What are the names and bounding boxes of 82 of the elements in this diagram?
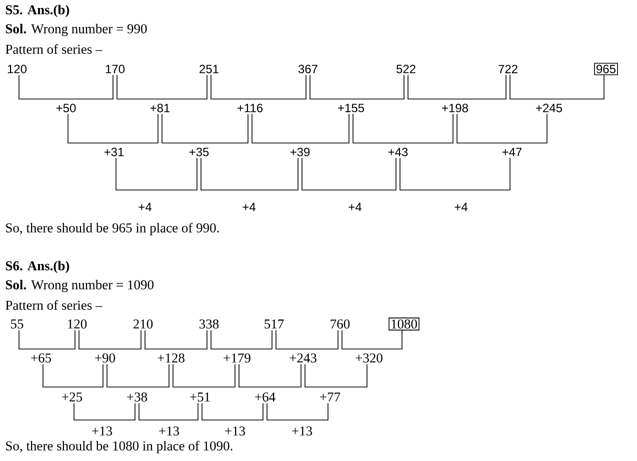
- difference-label: +50: [56, 104, 76, 112]
- difference-label: +13: [92, 426, 112, 436]
- number: 120: [8, 64, 27, 74]
- difference-label: +64: [255, 392, 276, 402]
- bracket-line: [172, 364, 236, 388]
- difference-label: +43: [388, 148, 408, 156]
- heading: S5. Ans.(b): [6, 4, 70, 18]
- bracket-line: [116, 74, 208, 100]
- difference-label: +155: [338, 104, 364, 112]
- text-line: So, there should be 965 in place of 990.: [6, 222, 219, 236]
- bracket-line: [342, 330, 402, 350]
- difference-label: +4: [454, 202, 468, 212]
- bracket-line: [202, 402, 264, 420]
- bracket-line: [252, 114, 350, 144]
- number: 120: [68, 319, 87, 329]
- difference-label: +4: [348, 202, 362, 212]
- text-line: So, there should be 1080 in place of 1090.: [6, 440, 232, 454]
- difference-label: +47: [502, 148, 522, 156]
- difference-label: +65: [31, 353, 52, 363]
- bracket-line: [74, 402, 136, 420]
- bracket-line: [266, 402, 328, 420]
- difference-label: +31: [104, 148, 124, 156]
- bracket-line: [304, 364, 368, 388]
- difference-label: +77: [320, 392, 340, 402]
- bracket-line: [42, 364, 104, 388]
- bracket-line: [510, 74, 604, 100]
- number: 251: [200, 64, 218, 74]
- difference-label: +320: [356, 353, 382, 363]
- difference-label: +35: [189, 148, 209, 156]
- number: 722: [498, 64, 518, 74]
- bracket-line: [276, 330, 338, 350]
- text-line: Pattern of series –: [6, 44, 102, 54]
- difference-label: +128: [158, 353, 184, 363]
- bracket-line: [116, 158, 198, 190]
- boxed-number: 1080: [388, 318, 420, 330]
- bracket-line: [302, 158, 396, 190]
- text-line: Pattern of series –: [6, 300, 102, 310]
- bracket-line: [106, 364, 170, 388]
- bracket-line: [238, 364, 302, 388]
- bracket-line: [408, 74, 506, 100]
- difference-label: +243: [290, 353, 316, 363]
- difference-label: +38: [127, 392, 148, 402]
- difference-label: +39: [290, 148, 310, 156]
- difference-label: +13: [292, 426, 312, 436]
- difference-label: +198: [442, 104, 468, 112]
- bracket-line: [78, 330, 142, 350]
- text-line: Sol. Wrong number = 1090: [6, 280, 154, 292]
- number: 760: [330, 319, 350, 329]
- number: 517: [264, 319, 284, 329]
- number: 55: [11, 320, 24, 328]
- bracket-line: [144, 330, 208, 350]
- bracket-line: [310, 74, 404, 100]
- bracket-line: [138, 402, 198, 420]
- difference-label: +90: [95, 353, 116, 363]
- difference-label: +81: [150, 104, 170, 112]
- number: 170: [106, 64, 125, 74]
- difference-label: +25: [62, 392, 82, 402]
- bracket-line: [162, 114, 248, 144]
- bracket-line: [210, 74, 306, 100]
- number: 338: [200, 319, 219, 329]
- boxed-number: 965: [594, 62, 618, 76]
- difference-label: +116: [238, 104, 263, 112]
- heading: S6. Ans.(b): [6, 260, 70, 274]
- difference-label: +51: [190, 392, 210, 402]
- bracket-line: [456, 114, 548, 144]
- bracket-line: [68, 114, 158, 144]
- text-line: Sol. Wrong number = 990: [6, 24, 147, 36]
- number: 210: [133, 319, 153, 329]
- bracket-line: [18, 74, 114, 100]
- difference-label: +245: [536, 104, 562, 112]
- difference-label: +4: [242, 202, 256, 212]
- difference-label: +179: [224, 353, 250, 363]
- bracket-line: [352, 114, 454, 144]
- difference-label: +4: [138, 202, 152, 212]
- number: 367: [298, 64, 318, 74]
- number: 522: [396, 64, 416, 74]
- bracket-line: [200, 158, 298, 190]
- difference-label: +13: [159, 426, 180, 436]
- difference-label: +13: [225, 426, 246, 436]
- bracket-line: [400, 157, 510, 190]
- bracket-line: [18, 330, 76, 350]
- bracket-line: [210, 330, 272, 350]
